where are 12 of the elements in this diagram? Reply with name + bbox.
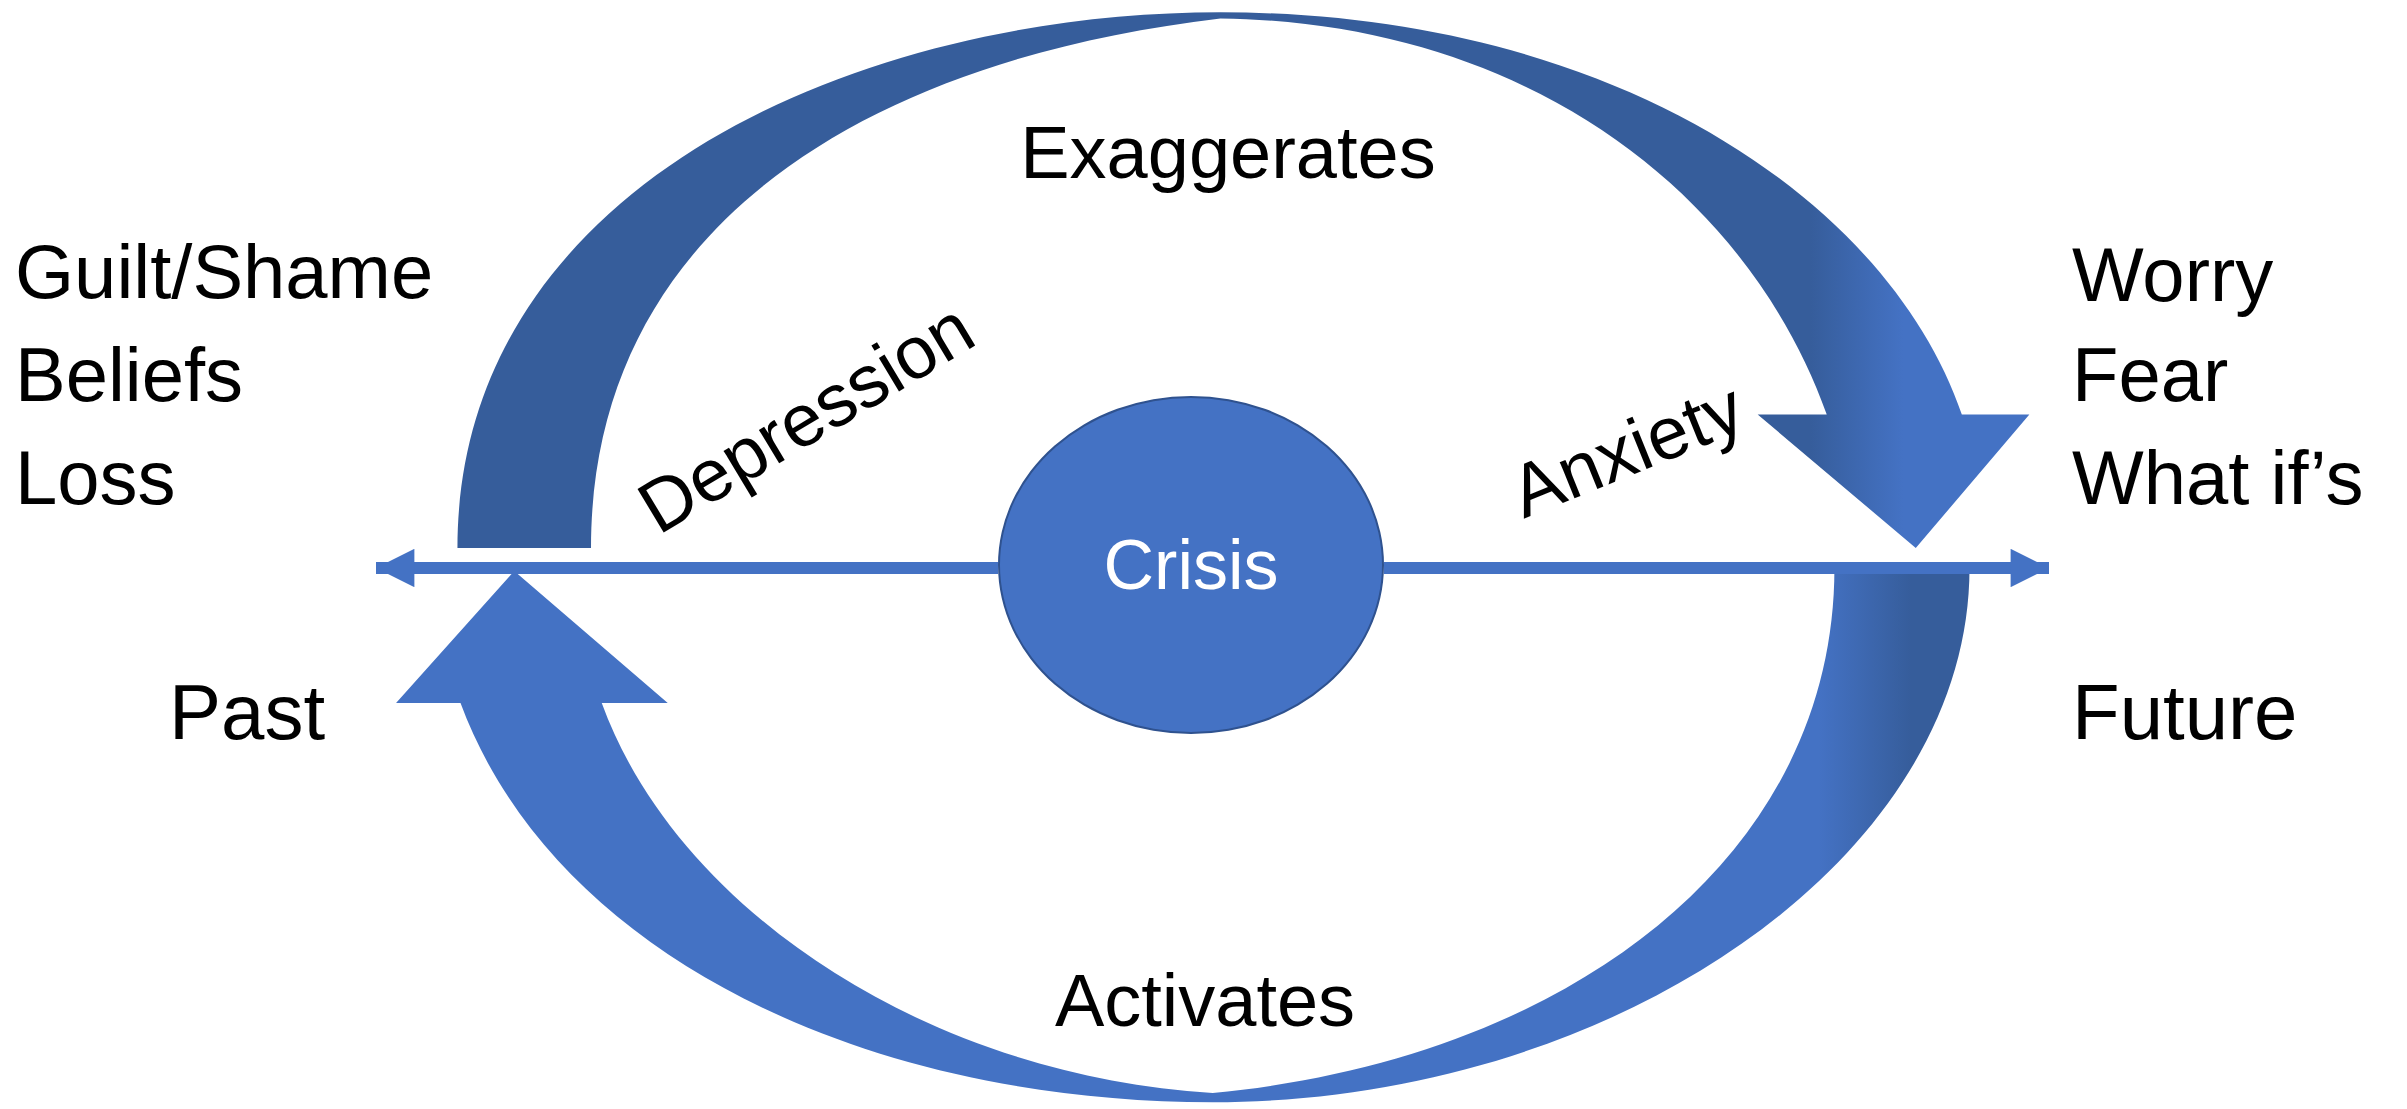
timeline-label: Future xyxy=(2072,673,2298,751)
curved-block-arrow xyxy=(457,12,2030,548)
timeline-arrow xyxy=(376,548,998,588)
list-item: Loss xyxy=(15,440,176,516)
timeline-label: Past xyxy=(169,673,326,751)
edge-label: Activates xyxy=(1054,964,1356,1038)
list-item: Fear xyxy=(2072,337,2229,413)
list-item: Guilt/Shame xyxy=(15,234,434,310)
list-item: Beliefs xyxy=(15,337,244,413)
timeline-arrow xyxy=(1384,548,2049,588)
node-label: Crisis xyxy=(1103,525,1279,605)
list-item: What if’s xyxy=(2072,440,2364,516)
